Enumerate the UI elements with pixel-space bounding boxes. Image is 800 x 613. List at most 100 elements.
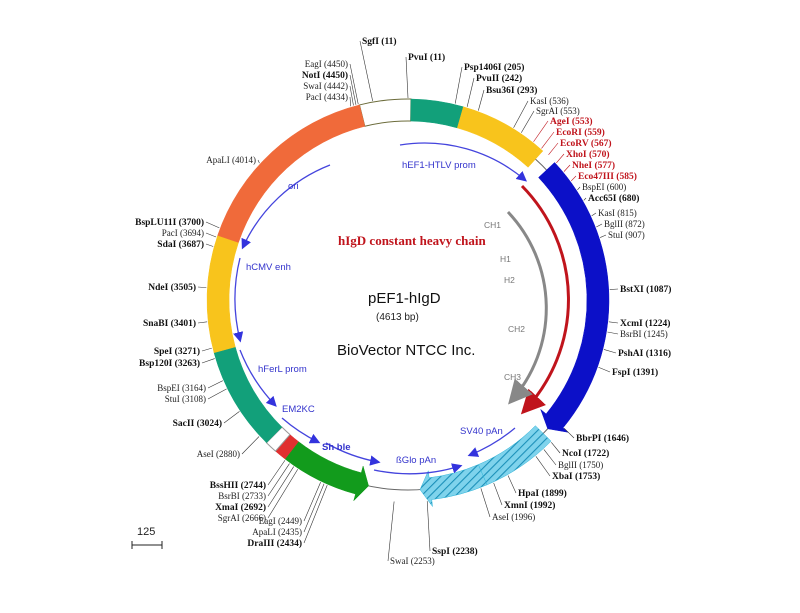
arc-hcmv-enh bbox=[233, 257, 244, 343]
site-leader-18 bbox=[609, 288, 619, 290]
site-leader-20 bbox=[607, 331, 619, 335]
site-position: (293) bbox=[517, 85, 538, 96]
segment-0 bbox=[358, 98, 412, 127]
site-leader-0 bbox=[359, 40, 373, 102]
site-label-43: SpeI (3271) bbox=[154, 346, 200, 357]
site-label-47: BspLU11I (3700) bbox=[135, 217, 204, 228]
site-name: NdeI bbox=[148, 283, 170, 293]
site-leader-40 bbox=[223, 411, 240, 424]
site-label-20: BsrBI (1245) bbox=[620, 329, 668, 339]
site-name: ApaLI bbox=[252, 527, 278, 537]
site-position: (3687) bbox=[179, 239, 204, 250]
site-label-23: BbrPI (1646) bbox=[576, 433, 629, 444]
site-position: (3700) bbox=[179, 217, 204, 228]
site-position: (4450) bbox=[324, 59, 348, 69]
site-leader-4 bbox=[478, 89, 485, 111]
site-leader-19 bbox=[608, 321, 619, 324]
site-leader-30 bbox=[426, 501, 431, 552]
site-position: (3694) bbox=[180, 228, 204, 238]
site-name: AseI bbox=[197, 449, 216, 459]
site-leader-17 bbox=[599, 234, 607, 238]
site-label-12: Eco47III (585) bbox=[578, 171, 637, 182]
site-label-2: Psp1406I (205) bbox=[464, 62, 524, 73]
feature-label-1: ori bbox=[288, 181, 299, 192]
site-leader-15 bbox=[591, 212, 597, 217]
site-position: (3164) bbox=[182, 383, 206, 393]
site-name: BsrBI bbox=[620, 329, 644, 339]
site-name: SgrAI bbox=[536, 106, 560, 116]
site-label-17: StuI (907) bbox=[608, 230, 645, 240]
site-leader-39 bbox=[241, 436, 260, 455]
site-name: AseI bbox=[492, 512, 511, 522]
site-leader-52 bbox=[349, 74, 357, 105]
site-name: EagI bbox=[305, 59, 324, 69]
site-position: (1899) bbox=[542, 488, 567, 499]
site-label-41: BspEI (3164) bbox=[157, 383, 206, 393]
site-leader-33 bbox=[303, 483, 325, 533]
site-position: (1316) bbox=[646, 348, 671, 359]
site-label-28: XmnI (1992) bbox=[504, 500, 555, 511]
segment-5 bbox=[419, 464, 488, 508]
site-leader-50 bbox=[257, 159, 260, 164]
domain-ch3: CH3 bbox=[504, 372, 521, 382]
site-label-54: PacI (4434) bbox=[306, 92, 348, 102]
site-name: BspLU11I bbox=[135, 218, 179, 228]
site-name: BglII bbox=[558, 460, 579, 470]
site-label-1: PvuI (11) bbox=[408, 52, 445, 63]
site-position: (3263) bbox=[175, 358, 200, 369]
site-name: NheI bbox=[572, 161, 594, 171]
segment-6 bbox=[284, 441, 369, 502]
site-leader-53 bbox=[349, 85, 354, 106]
arc-sh-ble bbox=[325, 442, 381, 466]
arc-ori bbox=[241, 164, 331, 250]
site-leader-11 bbox=[563, 164, 571, 172]
arc-hef1-htlv-prom bbox=[399, 142, 527, 182]
site-leader-32 bbox=[303, 482, 321, 522]
site-leader-2 bbox=[454, 66, 463, 104]
site-label-38: SgrAI (2666) bbox=[218, 513, 266, 523]
site-position: (11) bbox=[381, 36, 396, 47]
site-leader-35 bbox=[267, 460, 286, 486]
site-leader-10 bbox=[556, 153, 565, 164]
site-leader-23 bbox=[563, 428, 575, 439]
site-label-22: FspI (1391) bbox=[612, 367, 658, 378]
site-name: Acc65I bbox=[588, 194, 619, 204]
site-position: (11) bbox=[430, 52, 445, 63]
segment-3 bbox=[538, 162, 610, 433]
site-name: EcoRI bbox=[556, 128, 584, 138]
site-leader-7 bbox=[533, 120, 549, 142]
site-leader-47 bbox=[205, 221, 220, 229]
site-label-14: Acc65I (680) bbox=[588, 193, 639, 204]
site-position: (3505) bbox=[171, 282, 196, 293]
site-name: Bsu36I bbox=[486, 86, 517, 96]
site-leader-51 bbox=[349, 63, 359, 105]
arc-sv40-pan bbox=[467, 427, 516, 457]
site-name: BstXI bbox=[620, 285, 646, 295]
site-position: (567) bbox=[591, 138, 612, 149]
domain-h1: H1 bbox=[500, 254, 511, 264]
site-label-11: NheI (577) bbox=[572, 160, 615, 171]
arc-insert-red bbox=[520, 184, 570, 415]
site-leader-46 bbox=[197, 286, 207, 288]
site-name: BsrBI bbox=[218, 491, 242, 501]
site-name: StuI bbox=[608, 230, 625, 240]
site-leader-54 bbox=[349, 96, 352, 107]
segments bbox=[206, 98, 610, 508]
site-leader-27 bbox=[507, 475, 517, 494]
site-name: XmaI bbox=[215, 503, 241, 513]
site-label-53: SwaI (4442) bbox=[303, 81, 348, 91]
site-position: (1224) bbox=[645, 318, 670, 329]
site-name: PacI bbox=[162, 228, 180, 238]
site-position: (1087) bbox=[646, 284, 671, 295]
site-label-50: ApaLI (4014) bbox=[206, 155, 256, 165]
site-leader-43 bbox=[201, 347, 212, 352]
site-leader-21 bbox=[603, 349, 617, 354]
site-name: BspEI bbox=[582, 182, 607, 192]
site-label-9: EcoRV (567) bbox=[560, 138, 611, 149]
feature-label-5: Sh ble bbox=[322, 442, 351, 453]
domain-h2: H2 bbox=[504, 275, 515, 285]
site-position: (1646) bbox=[604, 433, 629, 444]
segment-11 bbox=[217, 104, 366, 243]
